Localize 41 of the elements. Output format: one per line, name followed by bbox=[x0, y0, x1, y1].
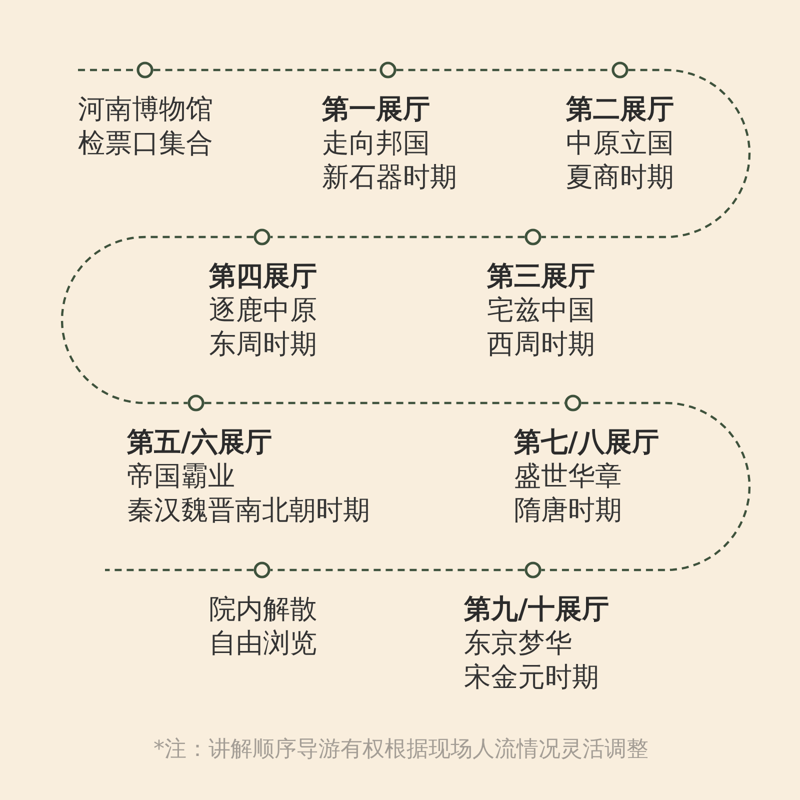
stop-title: 第四展厅 bbox=[209, 260, 317, 294]
dashed-route-line bbox=[60, 236, 254, 404]
stop-title: 第二展厅 bbox=[566, 93, 674, 127]
stop-marker bbox=[523, 560, 543, 580]
stop-text: 走向邦国 bbox=[322, 127, 430, 161]
stop-marker bbox=[252, 560, 272, 580]
stop-marker bbox=[135, 60, 155, 80]
stop-text: 新石器时期 bbox=[322, 161, 457, 195]
stop-text: 秦汉魏晋南北朝时期 bbox=[127, 494, 370, 528]
stop-marker bbox=[186, 393, 206, 413]
stop-text: 盛世华章 bbox=[514, 460, 622, 494]
stop-marker bbox=[610, 60, 630, 80]
stop-title: 第三展厅 bbox=[487, 260, 595, 294]
stop-title: 第七/八展厅 bbox=[514, 426, 659, 460]
dashed-route-line bbox=[105, 568, 254, 572]
stop-text: 隋唐时期 bbox=[514, 494, 622, 528]
stop-marker bbox=[252, 227, 272, 247]
stop-text: 宅兹中国 bbox=[487, 294, 595, 328]
stop-text: 东周时期 bbox=[209, 328, 317, 362]
stop-text: 西周时期 bbox=[487, 328, 595, 362]
stop-text: 帝国霸业 bbox=[127, 460, 235, 494]
stop-title: 第五/六展厅 bbox=[127, 426, 272, 460]
stop-title: 第一展厅 bbox=[322, 93, 430, 127]
stop-text: 中原立国 bbox=[566, 127, 674, 161]
stop-text: 检票口集合 bbox=[78, 127, 213, 161]
dashed-route-line bbox=[541, 68, 751, 238]
stop-text: 东京梦华 bbox=[464, 627, 572, 661]
stop-text: 河南博物馆 bbox=[78, 93, 213, 127]
stop-text: 院内解散 bbox=[209, 593, 317, 627]
stop-marker bbox=[378, 60, 398, 80]
dashed-route-line bbox=[270, 568, 525, 572]
stop-marker bbox=[523, 227, 543, 247]
stop-text: 逐鹿中原 bbox=[209, 294, 317, 328]
stop-title: 第九/十展厅 bbox=[464, 593, 609, 627]
dashed-route-line bbox=[541, 402, 751, 572]
stop-text: 宋金元时期 bbox=[464, 661, 599, 695]
footnote: *注：讲解顺序导游有权根据现场人流情况灵活调整 bbox=[154, 736, 648, 764]
stop-text: 夏商时期 bbox=[566, 161, 674, 195]
stop-marker bbox=[563, 393, 583, 413]
dashed-route-line bbox=[270, 236, 525, 238]
stop-text: 自由浏览 bbox=[209, 627, 317, 661]
